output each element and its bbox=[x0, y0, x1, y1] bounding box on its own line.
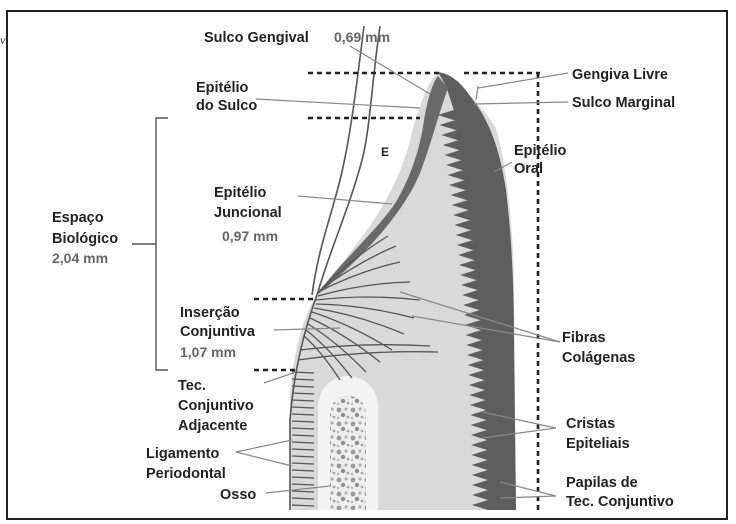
label-sulco-marginal: Sulco Marginal bbox=[572, 95, 675, 111]
value-sulco-gengival: 0,69 mm bbox=[334, 29, 390, 45]
label-cristas-epiteliais-line1: Cristas bbox=[566, 416, 615, 432]
label-ligamento-periodontal-line1: Ligamento bbox=[146, 446, 219, 462]
label-ligamento-periodontal-line2: Periodontal bbox=[146, 466, 226, 482]
label-papilas-line2: Tec. Conjuntivo bbox=[566, 494, 674, 510]
label-insercao-conjuntiva-line1: Inserção bbox=[180, 305, 240, 321]
value-insercao-conjuntiva: 1,07 mm bbox=[180, 344, 236, 360]
label-osso: Osso bbox=[220, 487, 256, 503]
label-epitelio-do-sulco-line2: do Sulco bbox=[196, 98, 257, 114]
label-e-marker: E bbox=[381, 145, 389, 159]
label-tec-conjuntivo-line3: Adjacente bbox=[178, 418, 247, 434]
label-epitelio-oral-line1: Epitélio bbox=[514, 143, 567, 159]
label-espaco-biologico-line2: Biológico bbox=[52, 231, 118, 247]
label-gengiva-livre: Gengiva Livre bbox=[572, 67, 668, 83]
label-epitelio-juncional-line1: Epitélio bbox=[214, 185, 267, 201]
label-epitelio-oral-line2: Oral bbox=[514, 161, 543, 177]
bone-marrow bbox=[330, 396, 366, 510]
biological-space-bracket bbox=[132, 118, 168, 370]
label-sulco-gengival: Sulco Gengival bbox=[204, 30, 309, 46]
label-fibras-colagenas-line2: Colágenas bbox=[562, 350, 635, 366]
label-cristas-epiteliais-line2: Epiteliais bbox=[566, 436, 630, 452]
value-epitelio-juncional: 0,97 mm bbox=[222, 228, 278, 244]
label-epitelio-juncional-line2: Juncional bbox=[214, 205, 282, 221]
label-fibras-colagenas-line1: Fibras bbox=[562, 330, 606, 346]
label-insercao-conjuntiva-line2: Conjuntiva bbox=[180, 324, 256, 340]
label-epitelio-do-sulco-line1: Epitélio bbox=[196, 80, 249, 96]
label-papilas-line1: Papilas de bbox=[566, 475, 638, 491]
clipped-caption-text: v bbox=[0, 33, 6, 47]
label-espaco-biologico-line1: Espaço bbox=[52, 210, 104, 226]
label-tec-conjuntivo-line2: Conjuntivo bbox=[178, 398, 254, 414]
label-tec-conjuntivo-line1: Tec. bbox=[178, 378, 206, 394]
value-espaco-biologico: 2,04 mm bbox=[52, 250, 108, 266]
